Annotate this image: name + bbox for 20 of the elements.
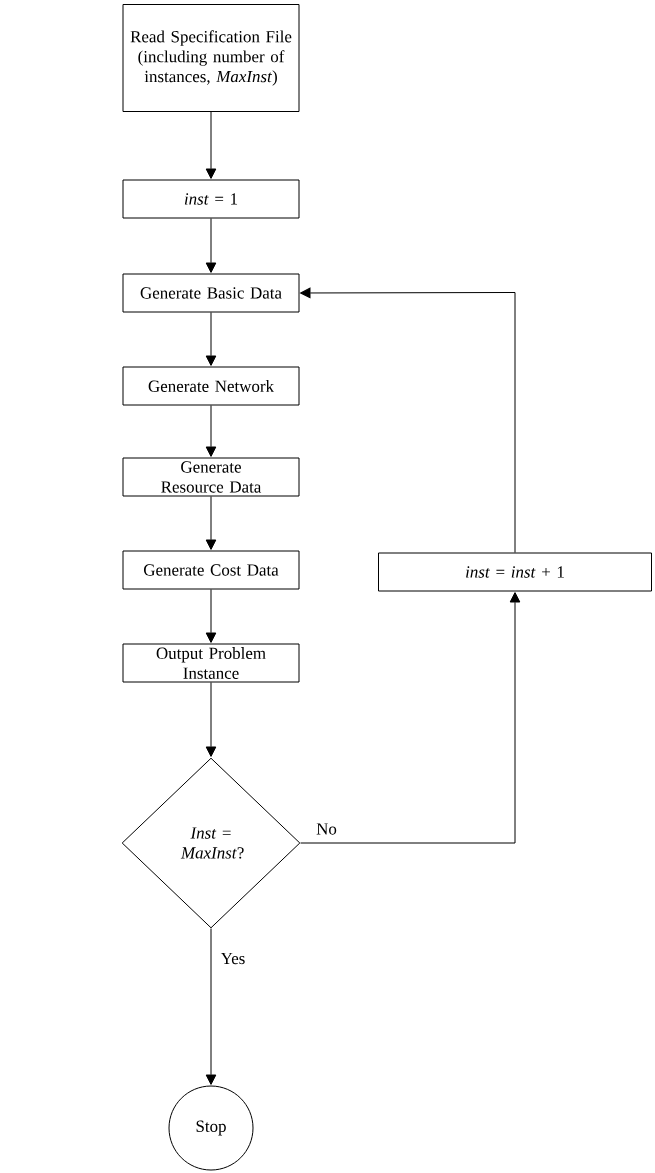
process-box: Read Specification File (including number of instances, MaxInst) — [122, 4, 300, 112]
edge-label: Yes — [219, 951, 247, 966]
arrow — [205, 111, 217, 179]
arrow — [205, 928, 217, 1085]
arrow — [205, 405, 217, 457]
process-box: Generate Cost Data — [122, 550, 300, 590]
edge-label: No — [315, 822, 338, 836]
arrow — [205, 312, 217, 366]
arrow — [300, 592, 521, 844]
process-box: Generate Basic Data — [122, 273, 300, 313]
arrow — [205, 589, 217, 643]
process-box: Output Problem Instance — [122, 643, 300, 683]
process-box: Generate Network — [122, 366, 300, 406]
process-box: inst = inst + 1 — [378, 552, 652, 592]
process-box: inst = 1 — [122, 179, 300, 219]
arrow — [205, 496, 217, 550]
arrow — [205, 682, 217, 757]
process-box: Generate Resource Data — [122, 457, 300, 497]
arrow — [205, 218, 217, 273]
arrow — [300, 287, 516, 553]
